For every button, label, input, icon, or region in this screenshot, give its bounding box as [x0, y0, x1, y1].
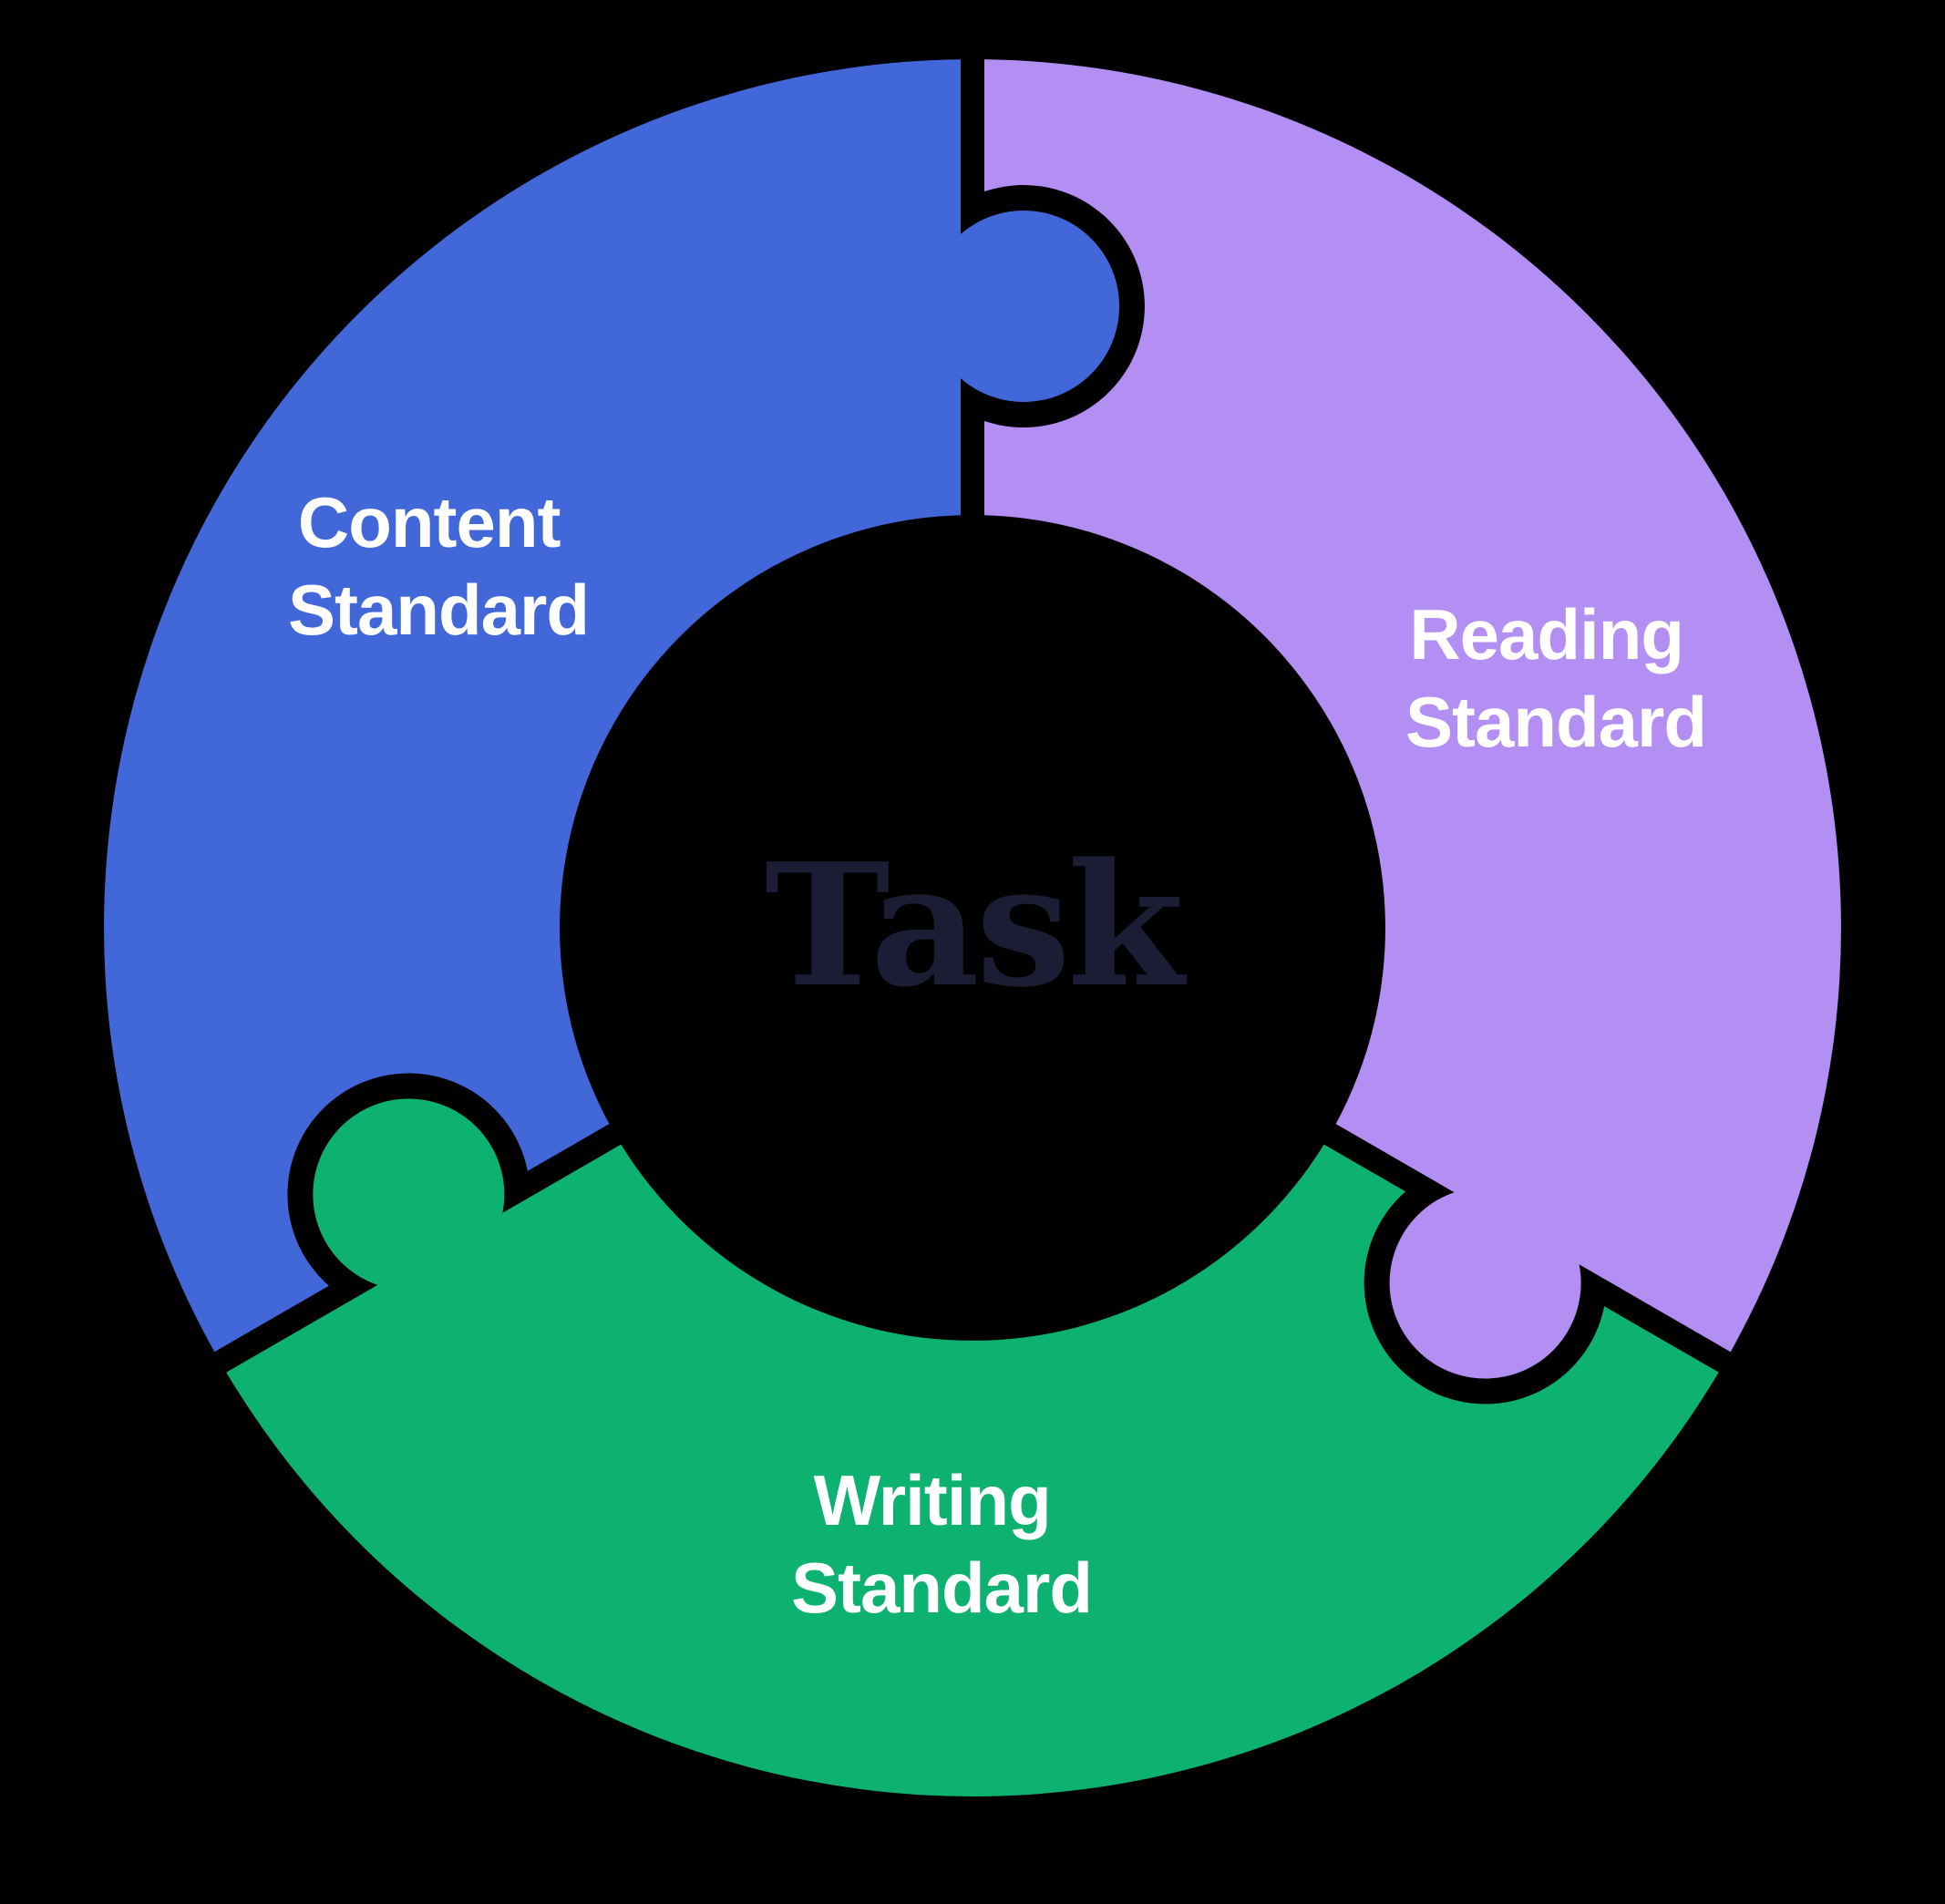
- writing-standard-label-line2: Standard: [791, 1548, 1092, 1628]
- content-standard-label-line2: Standard: [288, 570, 589, 650]
- content-standard-label-line1: Content: [298, 482, 561, 562]
- reading-standard-label-line1: Reading: [1409, 594, 1683, 674]
- content-standard-label: Content Standard: [288, 482, 589, 650]
- writing-standard-label-line1: Writing: [814, 1460, 1051, 1540]
- reading-standard-label: Reading Standard: [1405, 594, 1706, 762]
- segment-reading-standard: [983, 59, 1841, 1379]
- segment-content-standard: [104, 59, 1120, 1353]
- writing-standard-label: Writing Standard: [791, 1460, 1092, 1628]
- reading-standard-label-line2: Standard: [1405, 682, 1706, 762]
- puzzle-ring: [104, 59, 1841, 1796]
- task-center-label: Task: [765, 826, 1188, 1024]
- segment-writing-standard: [226, 1098, 1719, 1796]
